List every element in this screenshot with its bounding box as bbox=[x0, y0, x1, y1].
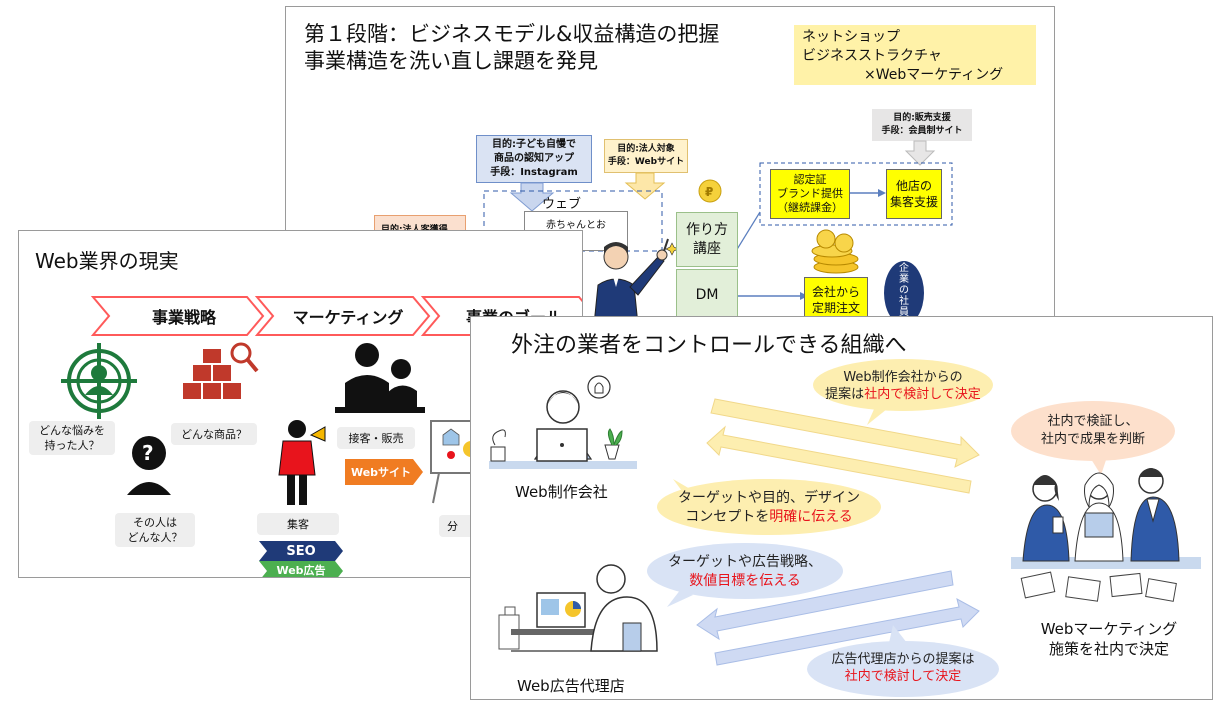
seo-arrow bbox=[259, 541, 343, 561]
web-ads-tag: Web広告 bbox=[276, 564, 326, 577]
question-product-bubble: どんな商品？ bbox=[171, 423, 257, 445]
analysis-bubble: 分 bbox=[439, 515, 479, 537]
sales-arrow-icon bbox=[904, 140, 936, 166]
slide-business-structure: 第１段階：ビジネスモデル&収益構造の把握 事業構造を洗い直し課題を発見 ネットシ… bbox=[285, 6, 1055, 321]
purpose-sales-box: 目的:販売支援 手段：会員制サイト bbox=[872, 109, 972, 141]
question-person-bubble: その人は どんな人？ bbox=[115, 513, 195, 547]
instagram-arrow-icon bbox=[509, 182, 555, 212]
web-designer-icon bbox=[489, 375, 637, 469]
bubble-mid-text: ターゲットや目的、デザイン コンセプトを明確に伝える bbox=[678, 490, 860, 525]
arrow-web-left bbox=[706, 425, 972, 494]
arrow-ad-right bbox=[714, 598, 980, 666]
dm-box: DM bbox=[676, 269, 738, 320]
attract-bubble: 集客 bbox=[257, 513, 339, 535]
team-meeting-icon bbox=[1011, 468, 1201, 602]
seo-tag: SEO bbox=[286, 543, 316, 559]
stage-marketing: マーケティング bbox=[292, 308, 404, 327]
bubble-bottom-shape bbox=[807, 641, 999, 697]
question-person-icon: ? bbox=[127, 436, 171, 495]
ad-agency-icon bbox=[498, 564, 658, 652]
megaphone-person-icon bbox=[278, 420, 326, 505]
question-trouble-bubble: どんな悩みを 持った人？ bbox=[29, 421, 115, 455]
chevron-strategy bbox=[90, 296, 265, 336]
target-person-icon bbox=[61, 343, 137, 419]
arrow-web-right-upper bbox=[710, 398, 980, 468]
bubble-right-shape bbox=[1011, 401, 1175, 461]
label-decision: Webマーケティング 施策を社内で決定 bbox=[1040, 620, 1178, 658]
brand-group-frame bbox=[759, 162, 953, 226]
slide3-title: 外注の業者をコントロールできる組織へ bbox=[511, 333, 907, 358]
coin-stack-icon bbox=[811, 229, 859, 274]
slide2-title: Web業界の現実 bbox=[35, 249, 179, 273]
web-ads-arrow bbox=[259, 561, 343, 577]
label-ad-agency: Web広告代理店 bbox=[517, 677, 625, 695]
bubble-left-text: ターゲットや広告戦略、 数値目標を伝える bbox=[668, 554, 822, 589]
website-tag: Webサイト bbox=[350, 466, 412, 479]
certificate-brand-box: 認定証 ブランド提供 （継続課金） bbox=[770, 169, 850, 219]
svg-text:?: ? bbox=[142, 441, 154, 465]
pointing-businessman-icon bbox=[593, 238, 676, 320]
purpose-instagram-box: 目的:子ども自慢で 商品の認知アップ 手段：Instagram bbox=[476, 135, 592, 183]
label-web-company: Web制作会社 bbox=[515, 483, 608, 501]
bubble-top-shape bbox=[813, 359, 993, 411]
bubble-top-text: Web制作会社からの 提案は社内で検討して決定 bbox=[825, 370, 981, 402]
company-employee-label: 企 業 の 社 員 bbox=[899, 263, 909, 318]
netshop-tag: ネットショップ ビジネスストラクチャ ×Webマーケティング bbox=[794, 25, 1036, 85]
web-group-label: ウェブ bbox=[542, 197, 582, 212]
product-boxes-icon bbox=[183, 342, 259, 399]
slide-outsource-control: 外注の業者をコントロールできる組織へ bbox=[470, 316, 1213, 700]
bubble-right-text: 社内で検証し、 社内で成果を判断 bbox=[1040, 414, 1145, 447]
bubble-bottom-text: 広告代理店からの提案は 社内で検討して決定 bbox=[831, 652, 975, 684]
store-support-box: 他店の 集客支援 bbox=[886, 169, 942, 219]
slide1-diagram-shapes: ₽ bbox=[483, 140, 953, 320]
web-arrow-icon bbox=[624, 172, 666, 200]
bubble-mid-shape bbox=[657, 479, 881, 535]
course-box: 作り方 講座 bbox=[676, 212, 738, 267]
slide3-diagram-shapes bbox=[489, 359, 1201, 697]
coin-icon bbox=[698, 179, 722, 203]
chevron-marketing bbox=[254, 296, 431, 336]
stage-strategy: 事業戦略 bbox=[151, 308, 216, 327]
website-arrow bbox=[345, 459, 423, 485]
meeting-people-icon bbox=[335, 343, 425, 413]
slide1-title: 第１段階：ビジネスモデル&収益構造の把握 事業構造を洗い直し課題を発見 bbox=[304, 22, 720, 73]
company-employee-shape bbox=[884, 261, 924, 320]
customer-service-bubble: 接客・販売 bbox=[337, 427, 415, 449]
arrow-ad-left bbox=[696, 570, 954, 641]
svg-text:₽: ₽ bbox=[705, 185, 713, 199]
purpose-web-box: 目的:法人対象 手段：Webサイト bbox=[604, 139, 688, 173]
periodic-order-box: 会社から 定期注文 bbox=[804, 277, 868, 320]
bubble-left-shape bbox=[647, 543, 843, 599]
